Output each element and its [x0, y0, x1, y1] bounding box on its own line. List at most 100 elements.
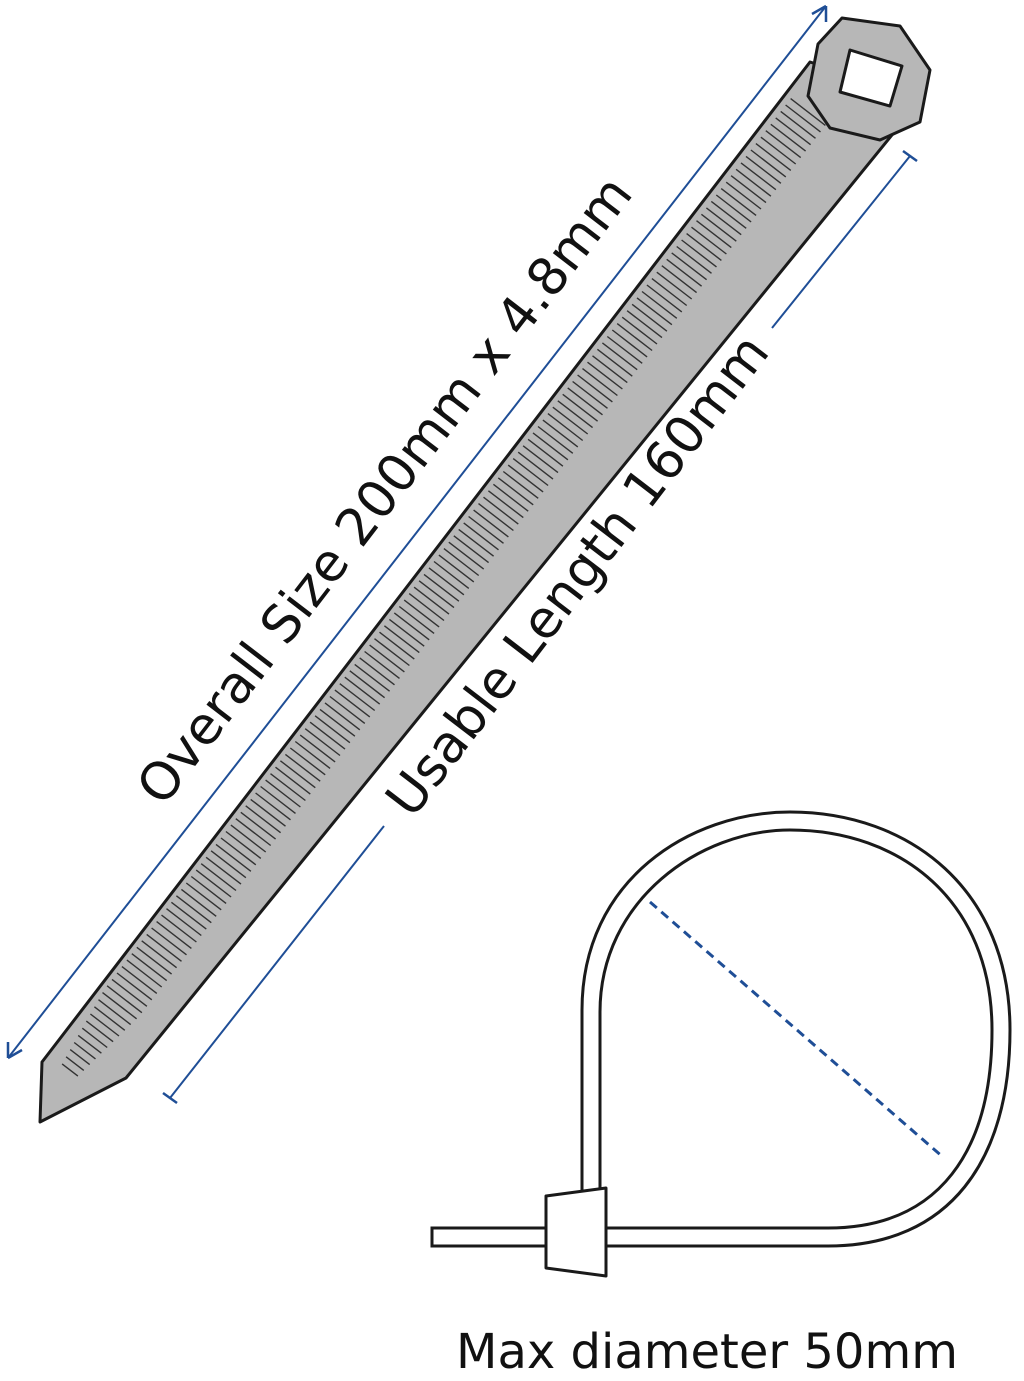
cable-tie-straight-icon — [38, 16, 932, 1124]
tie-tooth — [458, 528, 495, 557]
tie-tooth — [329, 695, 366, 724]
tie-tooth — [587, 361, 623, 390]
tie-tooth — [691, 226, 727, 255]
tie-tooth — [715, 194, 752, 223]
usable-length-tick-bottom — [162, 1091, 178, 1105]
tie-tooth — [740, 162, 777, 191]
tie-tooth — [309, 721, 346, 750]
tie-tooth — [492, 483, 529, 512]
tie-tooth — [215, 843, 252, 872]
tie-tooth — [374, 638, 410, 667]
tie-tooth — [646, 284, 683, 313]
tie-tooth — [735, 168, 772, 197]
usable-length-line-lower — [169, 825, 385, 1099]
tie-tooth — [720, 188, 757, 216]
tie-tooth — [289, 747, 326, 776]
tie-tooth — [656, 271, 693, 300]
tie-tooth — [443, 548, 480, 577]
tie-tooth — [364, 650, 400, 679]
tie-tooth — [577, 374, 613, 403]
tie-tooth — [299, 734, 336, 763]
tie-tooth — [780, 110, 816, 139]
tie-tooth — [156, 921, 192, 949]
tie-tooth — [547, 413, 584, 442]
tie-tooth — [572, 380, 608, 409]
tie-tooth — [621, 316, 658, 345]
tie-tooth — [304, 728, 341, 757]
usable-length-tick-top — [902, 149, 918, 163]
tie-tooth — [77, 1034, 102, 1054]
tie-tooth — [790, 98, 826, 126]
tie-tooth — [334, 689, 371, 718]
tie-tooth — [676, 245, 712, 274]
tie-tooth — [69, 1049, 91, 1066]
tie-tooth — [730, 175, 767, 204]
tie-tooth — [542, 419, 579, 448]
tie-tooth — [745, 155, 782, 184]
loop-inner — [598, 828, 994, 1230]
tie-tooth — [601, 342, 638, 371]
tie-tooth — [185, 882, 222, 911]
tie-tooth — [641, 290, 678, 319]
tie-tooth — [275, 766, 311, 795]
tie-tooth — [393, 612, 430, 641]
tie-tooth — [260, 785, 296, 814]
tie-tooth — [686, 233, 722, 261]
tie-tooth — [616, 323, 653, 352]
tie-tooth — [413, 586, 450, 615]
tie-tooth — [383, 625, 420, 654]
tie-tooth — [369, 644, 405, 673]
tie-tooth — [760, 136, 797, 165]
tie-tooth — [250, 798, 286, 827]
tie-tooth — [661, 265, 698, 294]
tie-tooth — [339, 683, 376, 712]
tie-tooth — [106, 985, 143, 1014]
max-diameter-label: Max diameter 50mm — [456, 1324, 958, 1380]
tie-tooth — [463, 522, 499, 551]
tie-tooth — [700, 213, 737, 242]
tie-tooth — [596, 348, 633, 377]
arrow-top-icon — [811, 4, 828, 22]
tie-tooth — [483, 496, 519, 525]
tie-tooth — [725, 181, 762, 210]
tie-tooth — [666, 258, 703, 287]
tie-tooth — [522, 445, 559, 474]
tie-tooth — [89, 1013, 120, 1037]
tie-tooth — [696, 220, 732, 249]
tie-tooth — [379, 631, 415, 660]
tie-tooth — [61, 1063, 79, 1077]
tie-tooth — [592, 355, 628, 384]
tie-tooth — [85, 1020, 114, 1043]
tie-tooth — [611, 329, 648, 358]
tie-tooth — [388, 618, 425, 647]
tie-tooth — [102, 992, 138, 1020]
tie-tooth — [349, 670, 386, 699]
tie-tooth — [166, 908, 202, 937]
overall-size-dimension: Overall Size 200mm x 4.8mm — [6, 4, 828, 1060]
tie-tooth — [428, 567, 465, 596]
tie-tooth — [478, 503, 514, 532]
tie-tooth — [567, 387, 603, 416]
tie-tooth — [200, 863, 237, 892]
tie-tooth — [136, 946, 173, 975]
tie-tooth — [710, 200, 747, 229]
tie-tooth — [468, 515, 504, 544]
tie-tooth — [512, 458, 549, 487]
tie-tooth — [433, 560, 470, 589]
tie-tooth — [270, 773, 306, 802]
tie-tooth — [359, 657, 395, 686]
tie-tooth — [93, 1006, 126, 1031]
tie-tooth — [131, 953, 168, 982]
tie-tooth — [552, 406, 589, 435]
tie-tooth — [121, 966, 158, 994]
tie-tooth — [111, 978, 148, 1007]
cable-tie-loop-icon — [430, 810, 1012, 1278]
tie-tooth — [151, 927, 187, 956]
tie-tooth — [785, 104, 821, 133]
diameter-line — [649, 900, 945, 1160]
tie-tooth — [98, 999, 132, 1026]
tie-tooth — [284, 753, 321, 782]
tie-tooth — [230, 824, 267, 853]
tie-tooth — [319, 708, 356, 737]
tie-head-slot — [838, 48, 904, 108]
